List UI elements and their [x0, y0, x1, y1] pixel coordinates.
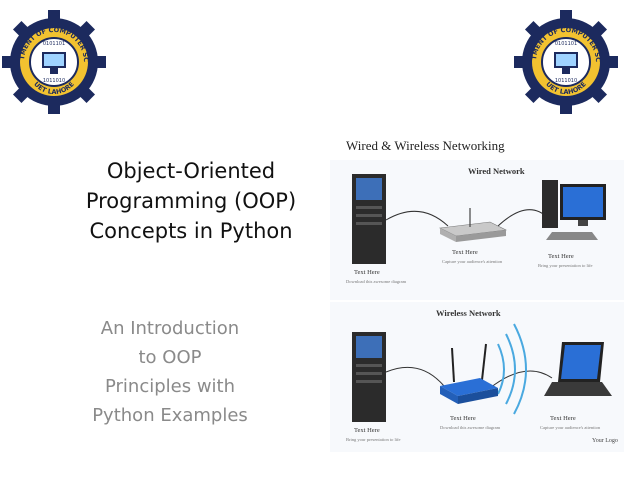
router-icon	[438, 208, 508, 242]
subtitle-line: Python Examples	[92, 405, 248, 426]
title-line: Concepts in Python	[89, 219, 293, 243]
node-title: Text Here	[354, 427, 380, 434]
node-caption: Bring your presentation to life	[346, 437, 401, 442]
server-icon	[352, 174, 386, 264]
node-caption: Capture your audience's attention	[540, 425, 601, 430]
node-title: Text Here	[452, 249, 478, 256]
subtitle-line: Principles with	[104, 376, 236, 397]
wireless-link	[385, 366, 445, 387]
node-caption: Download this awesome diagram	[346, 279, 407, 284]
node-title: Text Here	[354, 269, 380, 276]
wireless-router-icon	[440, 343, 498, 404]
node-caption: Bring your presentation to life	[538, 263, 593, 268]
svg-text:1011010: 1011010	[43, 78, 65, 84]
laptop-icon	[544, 342, 612, 396]
node-title: Text Here	[450, 415, 476, 422]
networking-diagram: Wired & Wireless Networking Wired Networ…	[330, 130, 624, 460]
wired-network-label: Wired Network	[468, 166, 525, 176]
node-title: Text Here	[550, 415, 576, 422]
svg-text:1011010: 1011010	[555, 78, 577, 84]
server-icon	[352, 332, 386, 422]
node-caption: Download this awesome diagram	[440, 425, 501, 430]
slide-subtitle: An Introduction to OOP Principles with P…	[70, 314, 270, 430]
subtitle-line: to OOP	[138, 347, 202, 368]
svg-text:0101101: 0101101	[555, 41, 577, 47]
desktop-computer-icon	[542, 180, 606, 240]
subtitle-line: An Introduction	[100, 318, 240, 339]
diagram-heading: Wired & Wireless Networking	[346, 138, 505, 153]
department-logo-right: 0101101 1011010 DEPARTMENT OF COMPUTER S…	[511, 4, 618, 114]
wifi-signal-icon	[497, 323, 527, 415]
wireless-network-label: Wireless Network	[436, 308, 501, 318]
node-title: Text Here	[548, 253, 574, 260]
node-caption: Capture your audience's attention	[442, 259, 503, 264]
slide-title: Object-Oriented Programming (OOP) Concep…	[60, 156, 322, 246]
title-line: Object-Oriented	[106, 159, 276, 183]
wired-link	[385, 210, 449, 227]
wireless-link	[489, 370, 553, 389]
svg-text:0101101: 0101101	[43, 41, 65, 47]
logo-placeholder-text: Your Logo	[592, 438, 618, 444]
department-logo-left: 0101101 1011010 DEPARTMENT OF COMPUTER S…	[0, 4, 106, 114]
title-line: Programming (OOP)	[85, 189, 297, 213]
